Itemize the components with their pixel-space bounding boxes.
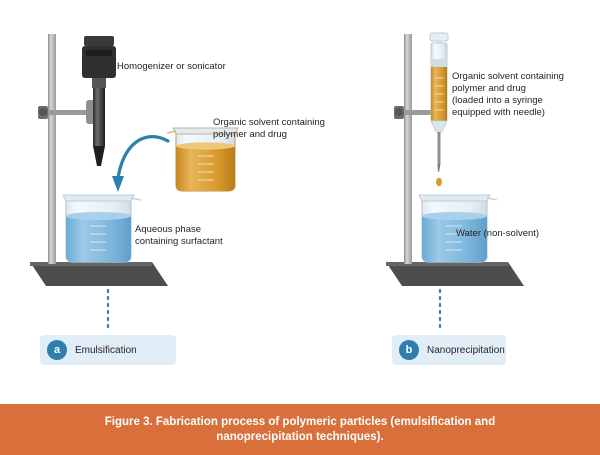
panel-emulsification: Homogenizer or sonicator Organic solvent… <box>0 0 325 400</box>
panel-a-illustration <box>30 34 239 332</box>
callout-label-a: Emulsification <box>75 344 137 356</box>
callout-nanoprecipitation[interactable]: b Nanoprecipitation <box>392 335 506 365</box>
callout-label-b: Nanoprecipitation <box>427 344 505 356</box>
stand-base-a <box>30 262 168 286</box>
droplet <box>436 177 442 187</box>
stand-base-b <box>386 262 524 286</box>
figure-caption-bar: Figure 3. Fabrication process of polymer… <box>0 404 600 455</box>
panel-b-illustration <box>386 32 524 332</box>
figure-caption: Figure 3. Fabrication process of polymer… <box>104 415 496 443</box>
needle <box>437 132 441 164</box>
beaker-aqueous <box>62 194 142 263</box>
label-organic-solvent-a: Organic solvent containing polymer and d… <box>213 117 325 140</box>
label-aqueous-phase: Aqueous phase containing surfactant <box>135 224 223 247</box>
label-homogenizer: Homogenizer or sonicator <box>117 61 226 72</box>
beaker-water <box>418 194 498 263</box>
panel-nanoprecipitation: Organic solvent containing polymer and d… <box>300 0 600 400</box>
beaker-organic-a <box>166 127 239 192</box>
syringe <box>429 32 449 172</box>
label-organic-solvent-b: Organic solvent containing polymer and d… <box>452 71 564 118</box>
homogenizer-probe <box>82 36 116 166</box>
label-water: Water (non-solvent) <box>456 228 540 239</box>
pour-arrow <box>112 135 170 192</box>
stand-rod-b <box>404 34 412 264</box>
stand-rod-a <box>48 34 56 264</box>
badge-a: a <box>47 340 67 360</box>
callout-emulsification[interactable]: a Emulsification <box>40 335 176 365</box>
badge-b: b <box>399 340 419 360</box>
clamp-arm-a <box>38 100 100 124</box>
